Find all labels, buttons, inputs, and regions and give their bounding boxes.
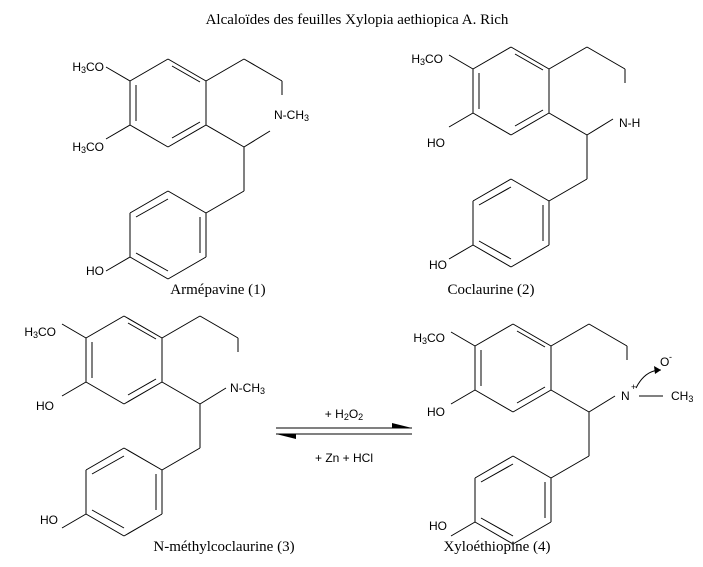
equilibrium-arrows (276, 423, 412, 439)
methoxy-label: H3CO (411, 52, 443, 67)
reverse-reagent-label: + Zn + HCl (315, 451, 373, 465)
compound-1-name: Armépavine (1) (170, 282, 265, 298)
positive-charge-label: + (631, 382, 636, 392)
forward-reagent-label: + H2O2 (325, 407, 363, 422)
hydroxyl-label: HO (429, 519, 447, 533)
methoxy-label: H3CO (24, 325, 56, 340)
compound-2-name: Coclaurine (2) (447, 282, 534, 298)
amine-nh-label: N-H (619, 116, 640, 130)
compound-4-structure: H3CO HO N + O - CH3 HO (413, 323, 693, 545)
diagram-title: Alcaloïdes des feuilles Xylopia aethiopi… (206, 12, 509, 28)
curved-arrow-icon (635, 366, 662, 389)
hydroxyl-label: HO (429, 258, 447, 272)
methyl-label: CH3 (671, 389, 693, 404)
compound-3-name: N-méthylcoclaurine (3) (153, 539, 294, 555)
oxide-oxygen-label: O (660, 355, 669, 369)
forward-arrow-icon (392, 423, 412, 428)
n-oxide-nitrogen-label: N (621, 389, 630, 403)
compound-4-name: Xyloéthiopine (4) (443, 539, 550, 555)
hydroxyl-label: HO (36, 399, 54, 413)
reverse-arrow-icon (276, 434, 296, 439)
methoxy-label: H3CO (413, 331, 445, 346)
hydroxyl-label: HO (427, 136, 445, 150)
amine-n-methyl-label: N-CH3 (274, 108, 309, 123)
hydroxyl-label: HO (427, 405, 445, 419)
hydroxyl-label: HO (86, 264, 104, 278)
compound-2-structure: H3CO HO N-H HO (411, 46, 640, 272)
hydroxyl-label: HO (40, 513, 58, 527)
negative-charge-label: - (669, 352, 672, 362)
methoxy-label: H3CO (72, 60, 104, 75)
amine-n-methyl-label: N-CH3 (230, 381, 265, 396)
compound-3-structure: H3CO HO N-CH3 HO (24, 315, 265, 537)
methoxy-label: H3CO (72, 140, 104, 155)
compound-1-structure: H3CO H3CO N-CH3 HO (72, 58, 309, 280)
